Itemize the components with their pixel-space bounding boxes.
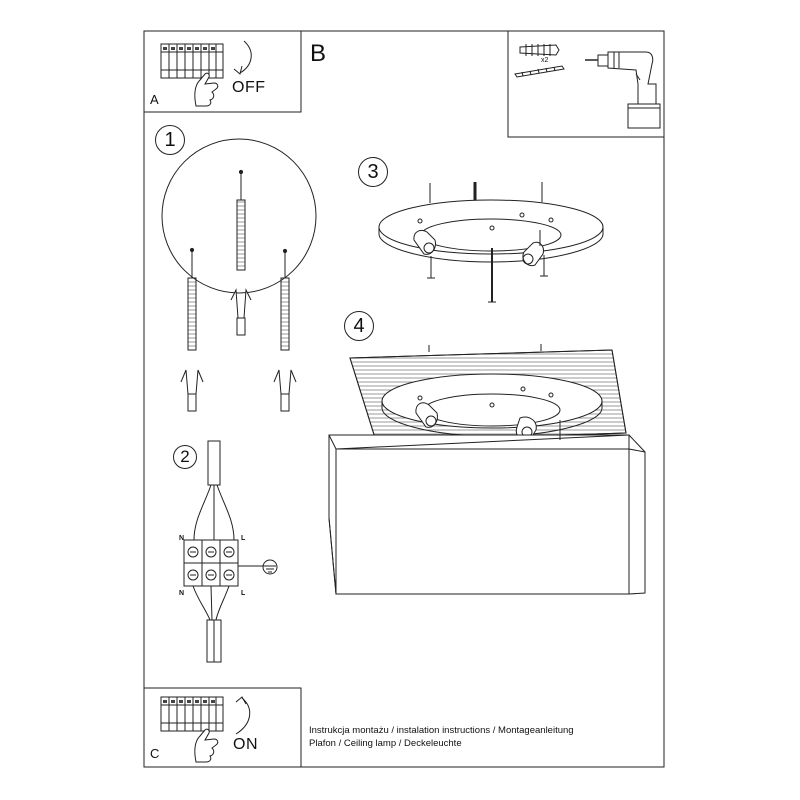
breaker-icon-on — [160, 696, 224, 763]
outer-frame — [143, 30, 665, 768]
panel-a-frame — [143, 30, 302, 113]
screw-icon — [514, 65, 565, 78]
step-1-number: 1 — [155, 125, 185, 155]
terminal-l-top: L — [241, 535, 246, 542]
mounting-plate-drawing — [378, 182, 604, 303]
footer-caption: Instrukcja montażu / instalation instruc… — [309, 724, 574, 750]
terminal-n-top: N — [179, 535, 185, 542]
panel-c-letter: C — [150, 746, 160, 761]
ground-symbol — [262, 559, 278, 575]
terminal-n-bottom: N — [179, 590, 185, 597]
footer-line-1: Instrukcja montażu / instalation instruc… — [309, 725, 574, 736]
panel-b-frame — [507, 30, 665, 138]
breaker-icon-off — [160, 43, 224, 107]
panel-a-letter: A — [150, 92, 159, 107]
power-on-label: ON — [233, 736, 258, 753]
panel-b-letter: B — [310, 40, 327, 67]
ceiling-drill-circle — [161, 138, 317, 294]
drill-icon — [585, 51, 661, 129]
arrow-up-icon — [235, 697, 251, 735]
arrow-down-icon — [239, 40, 252, 74]
step-2-number: 2 — [173, 445, 197, 469]
wall-plug-icon — [519, 44, 560, 56]
panel-c-frame — [143, 687, 302, 768]
power-off-label: OFF — [232, 79, 266, 96]
anchor-screw-set — [180, 169, 297, 412]
ceiling-lamp-drawing — [328, 344, 646, 595]
lamp-box — [335, 448, 630, 595]
wiring-diagram — [183, 440, 278, 663]
step-4-number: 4 — [344, 311, 374, 341]
footer-line-2: Plafon / Ceiling lamp / Deckeleuchte — [309, 738, 462, 749]
terminal-l-bottom: L — [241, 590, 246, 597]
quantity-label: x2 — [541, 57, 549, 64]
step-3-number: 3 — [358, 157, 388, 187]
